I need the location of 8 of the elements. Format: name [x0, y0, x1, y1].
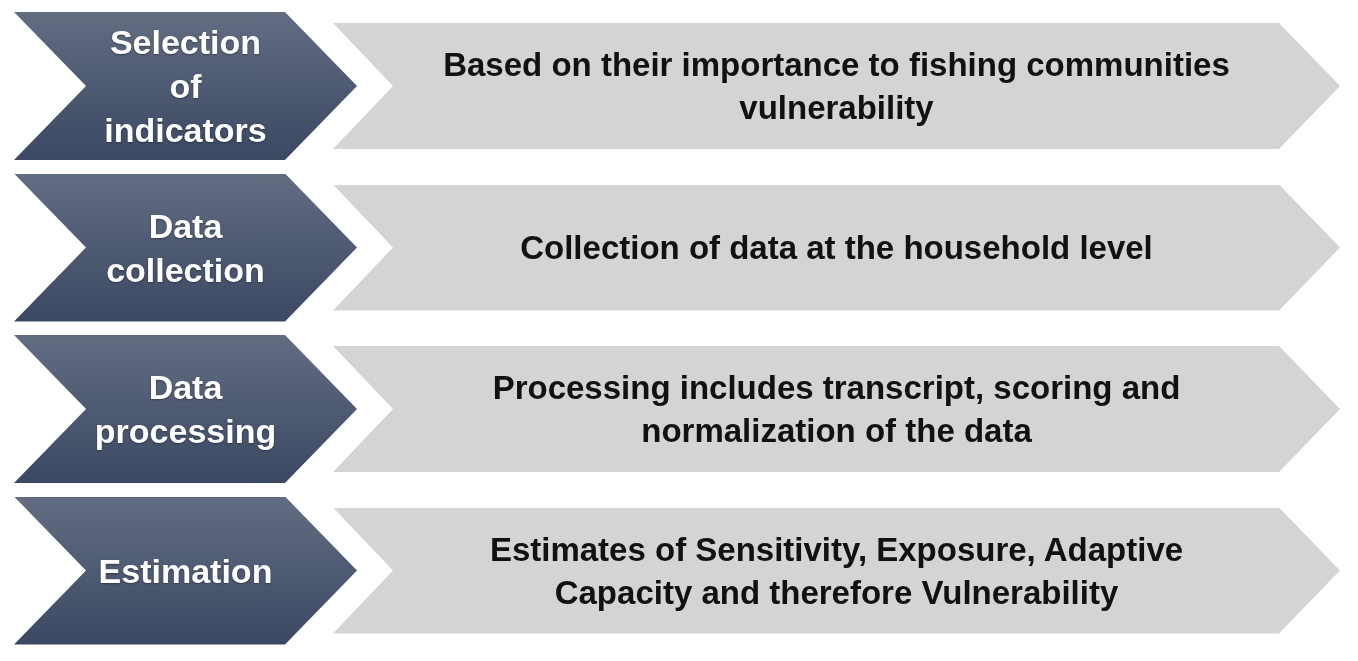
step-label: Selection of indicators [103, 22, 268, 151]
step-description: Estimates of Sensitivity, Exposure, Adaptive Capacity and therefore Vulnerability [488, 529, 1185, 613]
step-label: Data processing [93, 367, 278, 452]
step-description: Based on their importance to fishing communities vulnerability [442, 45, 1231, 128]
step-label: Data collection [105, 205, 266, 291]
step-label: Estimation [97, 550, 274, 592]
step-description: Processing includes transcript, scoring and normalization of the data [491, 368, 1182, 451]
step-description: Collection of data at the household level [519, 228, 1154, 268]
